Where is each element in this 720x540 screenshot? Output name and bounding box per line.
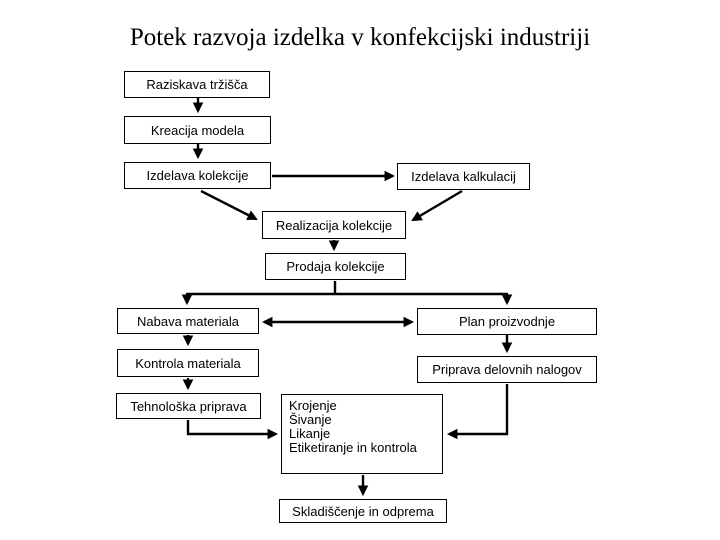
connector-priprava-proizvodnja bbox=[446, 384, 509, 440]
node-tehnoloska-priprava: Tehnološka priprava bbox=[116, 393, 261, 419]
node-label: Kreacija modela bbox=[150, 122, 245, 138]
node-raziskava-trzisca: Raziskava tržišča bbox=[124, 71, 270, 98]
node-izdelava-kolekcije: Izdelava kolekcije bbox=[124, 162, 271, 189]
connector-izdelava-kolekcije-realizacija bbox=[200, 189, 258, 221]
node-prodaja-kolekcije: Prodaja kolekcije bbox=[265, 253, 406, 280]
node-realizacija-kolekcije: Realizacija kolekcije bbox=[262, 211, 406, 239]
node-kontrola-materiala: Kontrola materiala bbox=[117, 349, 259, 377]
node-label: Plan proizvodnje bbox=[458, 314, 556, 329]
diagram-title: Potek razvoja izdelka v konfekcijski ind… bbox=[129, 24, 591, 51]
node-line: Šivanje bbox=[289, 412, 332, 427]
node-plan-proizvodnje: Plan proizvodnje bbox=[417, 308, 597, 335]
node-skladiscenje-odprema: Skladiščenje in odprema bbox=[279, 499, 447, 523]
node-label: Izdelava kolekcije bbox=[146, 168, 249, 183]
node-label: Tehnološka priprava bbox=[130, 398, 247, 414]
node-label: Kontrola materiala bbox=[135, 355, 241, 371]
node-line: Etiketiranje in kontrola bbox=[289, 440, 417, 455]
node-line: Krojenje bbox=[289, 398, 337, 413]
node-line: Likanje bbox=[289, 426, 331, 441]
connector-izdelava-kalkulacij-realizacija bbox=[411, 189, 463, 222]
node-label: Izdelava kalkulacij bbox=[411, 169, 516, 184]
node-nabava-materiala: Nabava materiala bbox=[117, 308, 259, 334]
node-proizvodnja-koraki: Krojenje Šivanje Likanje Etiketiranje in… bbox=[281, 394, 443, 474]
connector-tehnoloska-proizvodnja bbox=[186, 420, 279, 440]
node-label: Realizacija kolekcije bbox=[275, 217, 393, 233]
node-label: Nabava materiala bbox=[137, 313, 239, 329]
node-priprava-delovnih-nalogov: Priprava delovnih nalogov bbox=[417, 356, 597, 383]
node-izdelava-kalkulacij: Izdelava kalkulacij bbox=[397, 163, 530, 190]
node-label: Skladiščenje in odprema bbox=[292, 503, 434, 519]
node-kreacija-modela: Kreacija modela bbox=[124, 116, 271, 144]
node-label: Priprava delovnih nalogov bbox=[432, 362, 582, 377]
node-label: Raziskava tržišča bbox=[146, 77, 248, 92]
node-label: Prodaja kolekcije bbox=[286, 259, 385, 274]
